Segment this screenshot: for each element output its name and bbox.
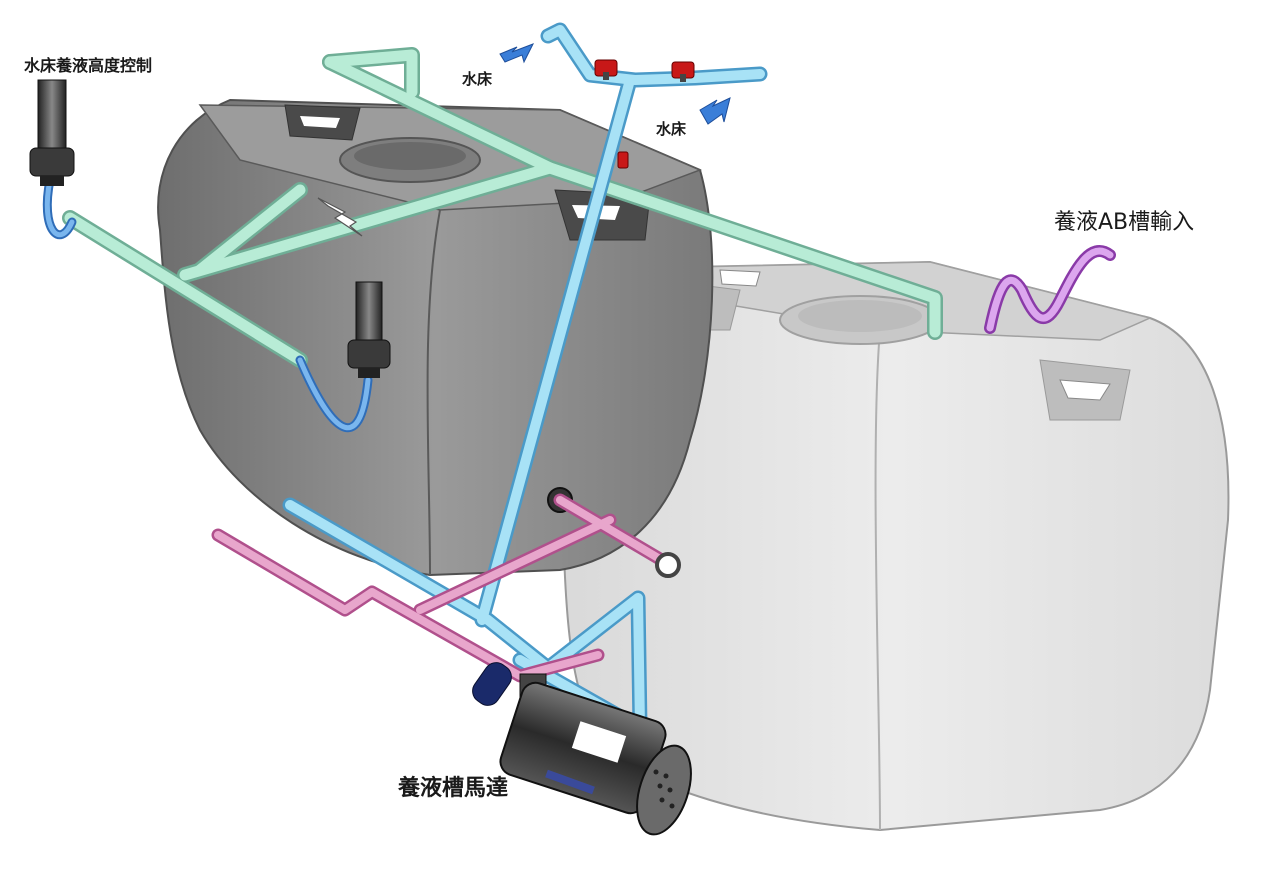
- water-bed-tank-dark: [157, 98, 714, 577]
- return-pipe-green: [62, 47, 943, 368]
- ab-input-hose: [984, 245, 1116, 334]
- ab-input-label: 養液AB槽輸入: [1054, 210, 1195, 235]
- ball-valve-icon: [671, 61, 695, 82]
- sensor-hoses: [42, 175, 373, 433]
- level-sensor-icon: [29, 79, 75, 186]
- level-sensor-icon: [347, 281, 391, 378]
- ball-valve-icon: [617, 151, 629, 169]
- flow-arrow-icon: [699, 97, 731, 125]
- water-bed-label-right: 水床: [656, 120, 687, 138]
- signal-bolt-icon: [317, 197, 363, 237]
- flow-arrow-icon: [499, 43, 535, 64]
- pump-motor-label: 養液槽馬達: [398, 776, 509, 801]
- water-bed-label-left: 水床: [462, 70, 493, 88]
- ab-nutrient-tank-light: [555, 260, 1230, 832]
- drain-pipe-pink: [211, 493, 681, 683]
- level-control-label: 水床養液高度控制: [24, 56, 153, 75]
- pump-motor-icon: [472, 662, 692, 836]
- ball-valve-icon: [594, 59, 618, 80]
